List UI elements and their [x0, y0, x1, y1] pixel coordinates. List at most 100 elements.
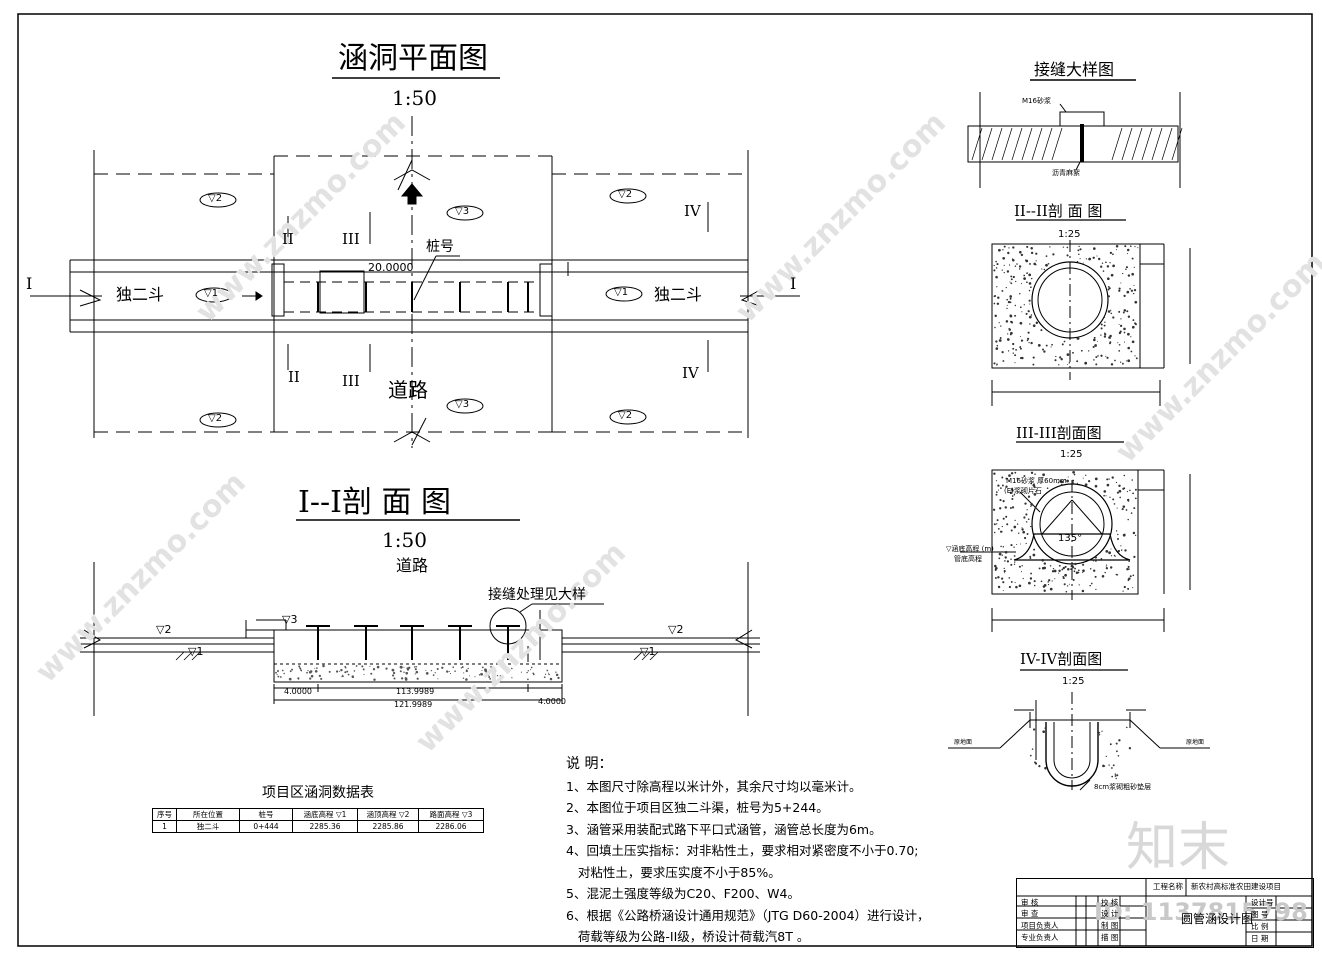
concrete-aggregate	[1018, 565, 1021, 568]
concrete-aggregate	[1111, 775, 1114, 778]
concrete-aggregate	[1105, 566, 1107, 568]
concrete-aggregate	[1077, 249, 1080, 252]
section-i-joint-note: 接缝处理见大样	[488, 587, 586, 603]
concrete-aggregate	[1030, 247, 1033, 250]
concrete-aggregate	[385, 667, 388, 670]
concrete-aggregate	[454, 670, 456, 672]
concrete-aggregate	[1104, 571, 1106, 574]
concrete-aggregate	[1129, 575, 1132, 578]
table-row: 1 独二斗 0+444 2285.36 2285.86 2286.06	[152, 820, 484, 833]
table-cell: 2285.36	[292, 820, 358, 833]
concrete-aggregate	[1088, 257, 1092, 261]
concrete-aggregate	[1065, 590, 1068, 593]
concrete-aggregate	[1020, 283, 1022, 285]
concrete-aggregate	[1103, 490, 1107, 493]
concrete-aggregate	[995, 267, 998, 269]
plan-view	[30, 77, 800, 448]
concrete-aggregate	[1076, 482, 1079, 484]
concrete-aggregate	[300, 670, 302, 672]
concrete-aggregate	[351, 675, 355, 678]
concrete-aggregate	[1085, 258, 1088, 260]
concrete-aggregate	[1116, 491, 1119, 494]
concrete-aggregate	[1075, 571, 1079, 574]
plan-road: 道路	[388, 378, 428, 402]
section-iv-detail	[948, 669, 1210, 791]
concrete-aggregate	[1123, 585, 1126, 589]
concrete-aggregate	[487, 674, 490, 676]
concrete-aggregate	[1045, 255, 1048, 257]
concrete-aggregate	[548, 673, 550, 676]
concrete-aggregate	[403, 666, 405, 668]
concrete-aggregate	[1010, 278, 1013, 281]
concrete-aggregate	[1002, 360, 1005, 362]
concrete-aggregate	[1128, 577, 1131, 580]
concrete-aggregate	[1026, 533, 1029, 535]
concrete-aggregate	[996, 344, 999, 347]
concrete-aggregate	[1124, 245, 1127, 248]
concrete-aggregate	[1060, 358, 1063, 361]
concrete-aggregate	[1105, 564, 1108, 566]
concrete-aggregate	[355, 665, 358, 667]
concrete-aggregate	[1011, 506, 1015, 509]
concrete-aggregate	[1010, 563, 1013, 566]
concrete-aggregate	[1113, 503, 1116, 505]
concrete-aggregate	[1101, 730, 1103, 732]
concrete-aggregate	[1001, 289, 1004, 292]
concrete-aggregate	[996, 523, 998, 525]
concrete-aggregate	[1133, 555, 1136, 559]
hatch-line	[981, 127, 993, 161]
concrete-aggregate	[1043, 562, 1047, 565]
concrete-aggregate	[1001, 269, 1003, 271]
plan-sec-i-left: I	[26, 274, 33, 293]
tb-row-mid: 校 核	[1101, 898, 1119, 907]
concrete-aggregate	[1019, 347, 1022, 350]
concrete-aggregate	[1027, 518, 1030, 521]
concrete-aggregate	[1023, 475, 1026, 477]
concrete-aggregate	[494, 670, 497, 672]
concrete-aggregate	[1123, 474, 1126, 477]
sec4-note: 8cm浆砌粗砂垫层	[1094, 783, 1152, 791]
concrete-aggregate	[1025, 542, 1027, 545]
concrete-aggregate	[425, 672, 429, 675]
concrete-aggregate	[1093, 359, 1095, 361]
concrete-aggregate	[1013, 546, 1015, 548]
concrete-aggregate	[1107, 286, 1110, 288]
concrete-aggregate	[1021, 311, 1023, 313]
concrete-aggregate	[1063, 340, 1066, 343]
concrete-aggregate	[1089, 584, 1091, 587]
tb-row-left: 专业负责人	[1021, 933, 1059, 942]
concrete-aggregate	[1093, 569, 1096, 572]
concrete-aggregate	[1082, 262, 1084, 264]
concrete-aggregate	[1072, 479, 1075, 482]
concrete-aggregate	[1095, 356, 1098, 359]
concrete-aggregate	[407, 666, 411, 670]
concrete-aggregate	[1062, 566, 1065, 570]
concrete-aggregate	[995, 260, 997, 263]
section-i-v2-right: ▽2	[668, 623, 684, 636]
tb-row-mid: 制 图	[1101, 921, 1119, 930]
section-i-dim-2: 113.9989	[396, 687, 435, 696]
concrete-aggregate	[1025, 312, 1028, 315]
concrete-aggregate	[376, 665, 380, 669]
concrete-aggregate	[1054, 578, 1056, 580]
section-i-dim-4: 4.0000	[538, 697, 566, 706]
concrete-aggregate	[1132, 574, 1135, 577]
concrete-aggregate	[1001, 484, 1004, 487]
sec3-label-2: 管底高程	[954, 555, 982, 563]
concrete-aggregate	[1030, 525, 1032, 528]
concrete-aggregate	[1066, 364, 1068, 366]
concrete-aggregate	[1014, 265, 1017, 267]
concrete-aggregate	[1040, 329, 1043, 332]
title-block-grid	[1016, 878, 1312, 946]
concrete-aggregate	[1078, 253, 1080, 255]
concrete-aggregate	[998, 552, 1002, 556]
concrete-aggregate	[1059, 480, 1063, 483]
concrete-aggregate	[1004, 560, 1006, 562]
concrete-aggregate	[373, 678, 376, 681]
concrete-aggregate	[1029, 555, 1032, 558]
concrete-aggregate	[1110, 312, 1113, 315]
concrete-aggregate	[1107, 295, 1111, 298]
concrete-aggregate	[1030, 341, 1033, 345]
concrete-aggregate	[1079, 248, 1082, 251]
concrete-aggregate	[467, 667, 469, 670]
